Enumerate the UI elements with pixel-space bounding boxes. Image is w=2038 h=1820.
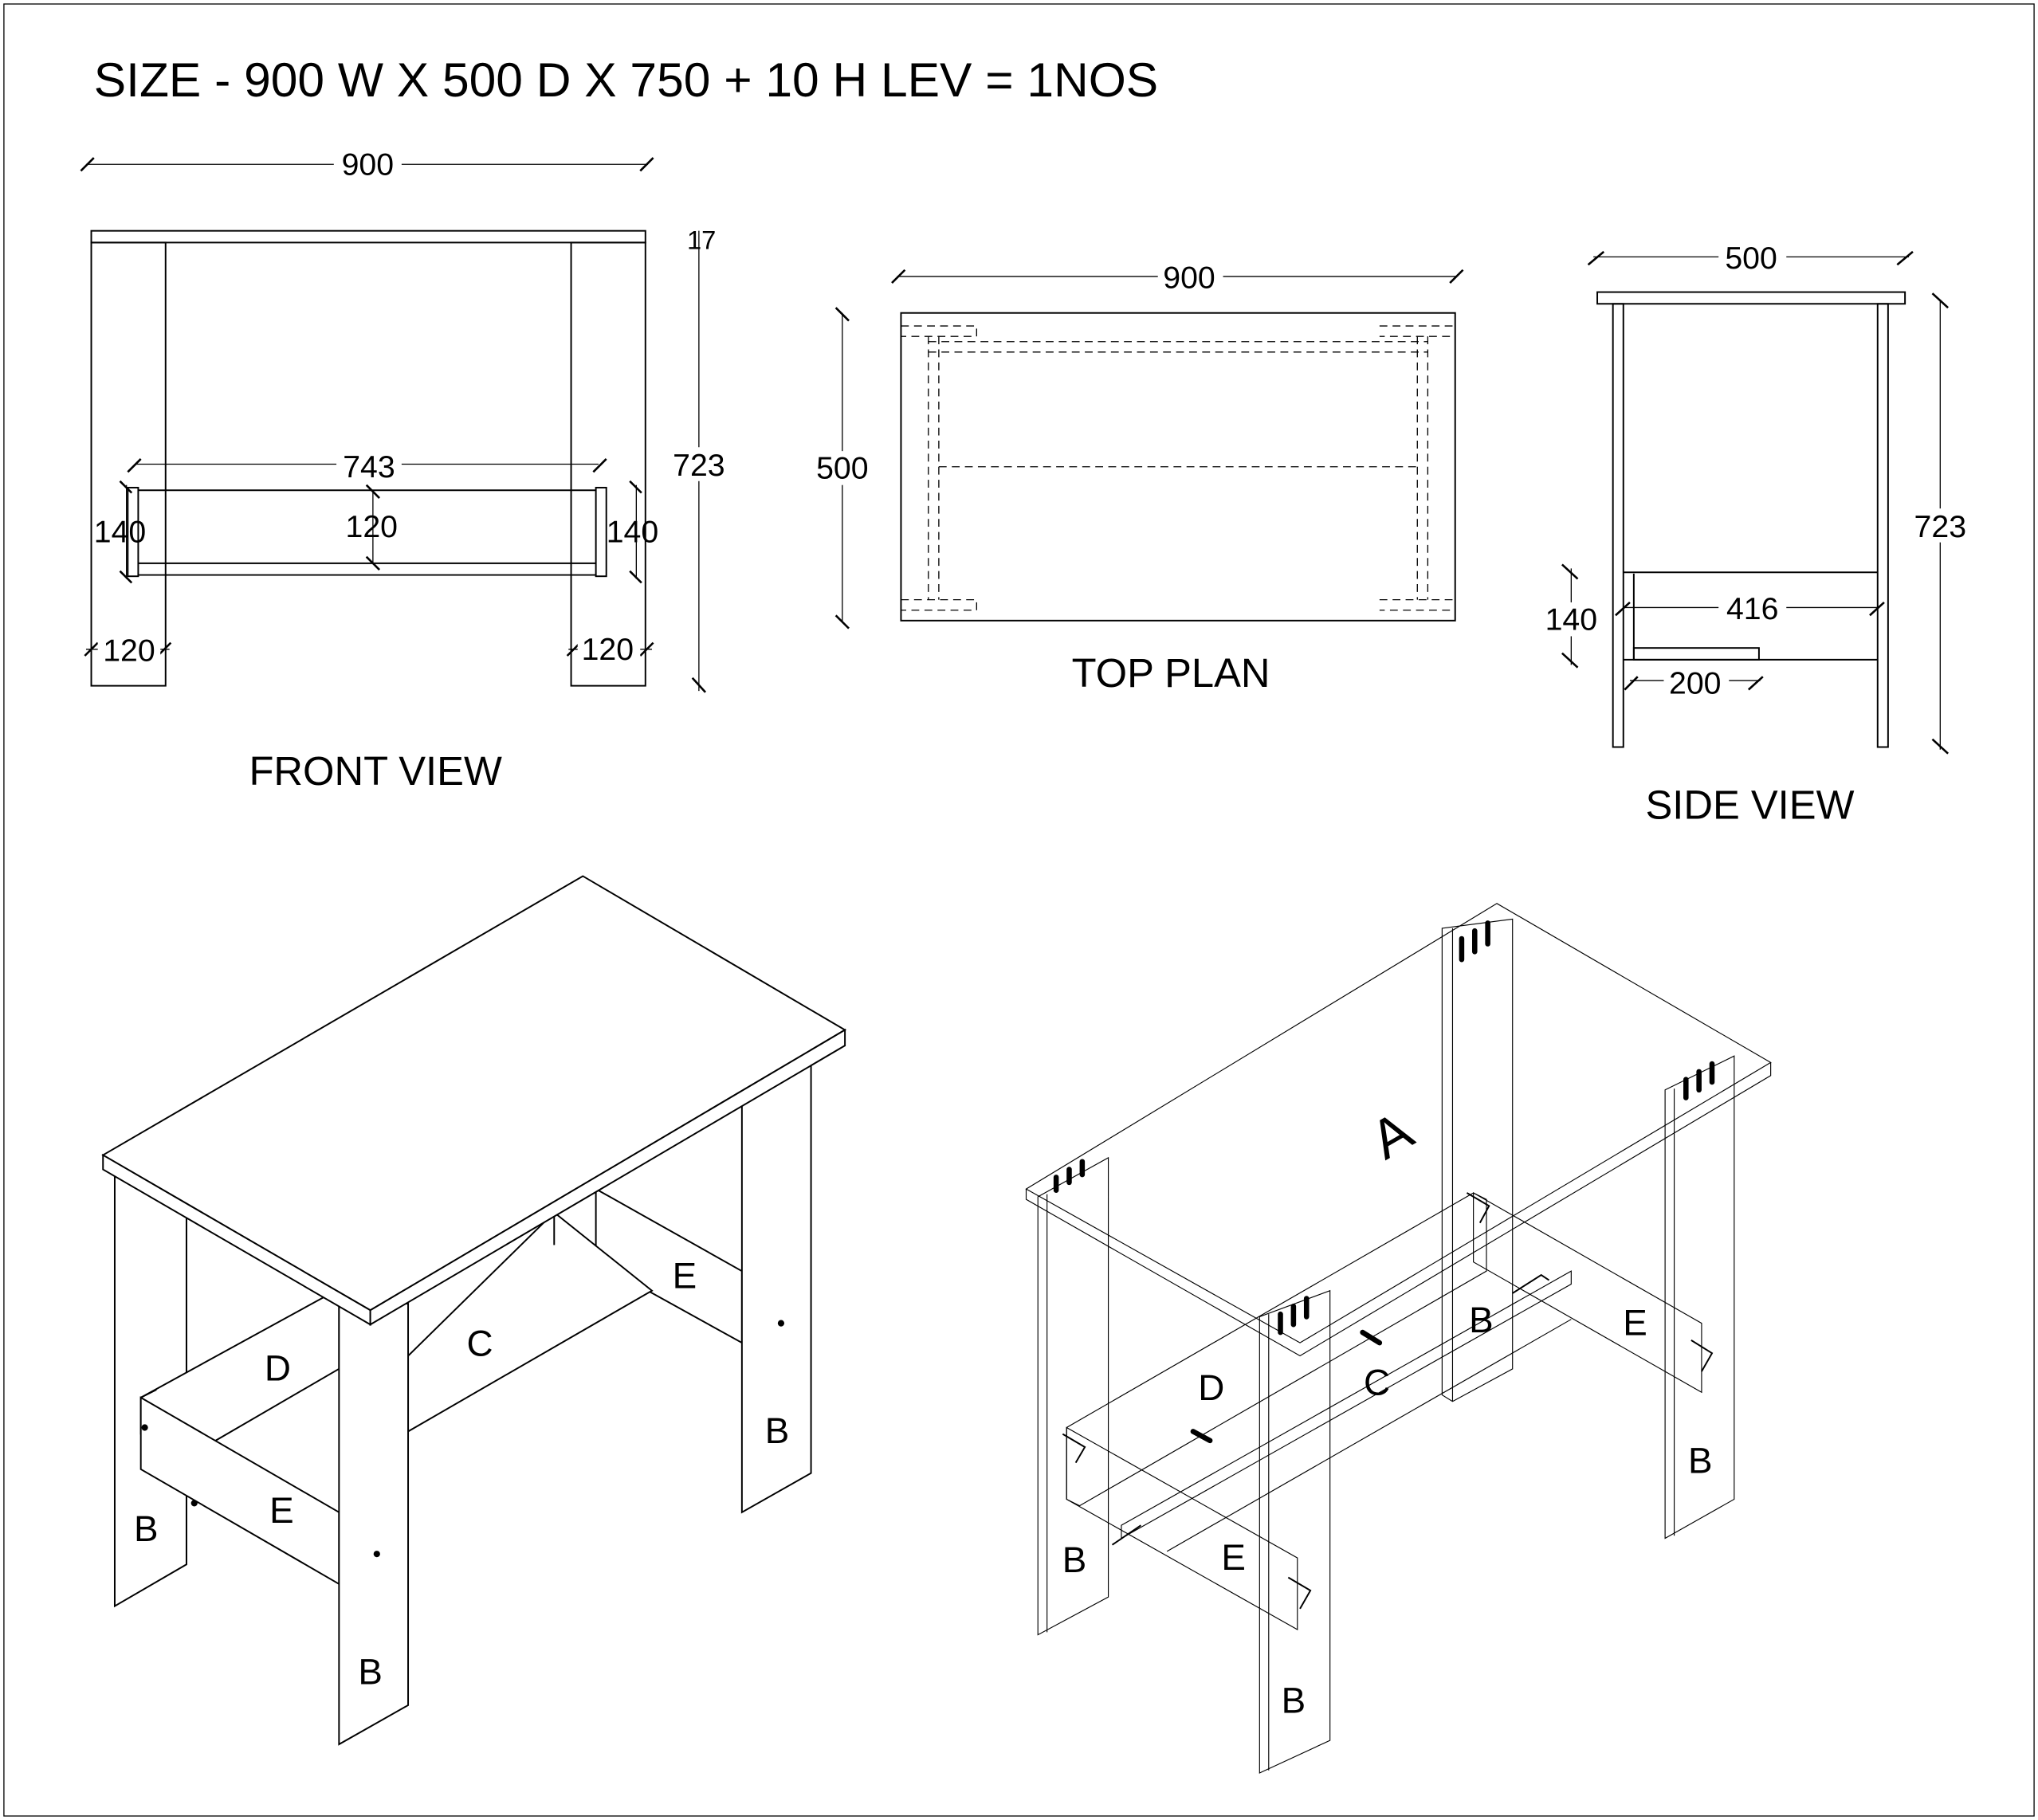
side-height-dim: 723 xyxy=(1914,509,1967,544)
iso-part-b-front-left: B xyxy=(134,1508,159,1549)
iso-part-c: C xyxy=(466,1323,493,1363)
plan-width-dim: 900 xyxy=(1163,261,1215,296)
exploded-part-c: C xyxy=(1364,1363,1390,1403)
iso-part-e-front: E xyxy=(269,1490,294,1531)
iso-part-e-back: E xyxy=(673,1255,697,1296)
front-top-thickness-dim: 17 xyxy=(687,226,716,255)
front-width-dim: 900 xyxy=(342,147,395,182)
iso-part-b-front-right: B xyxy=(358,1652,383,1693)
iso-part-b-back-right: B xyxy=(765,1410,790,1451)
iso-exploded-desk: A B E D C B B E B xyxy=(1025,903,1772,1774)
front-leg-right-dim: 120 xyxy=(582,632,634,667)
side-shelf-depth-dim: 200 xyxy=(1669,665,1721,700)
top-plan-label: TOP PLAN xyxy=(1072,650,1270,696)
front-view-label: FRONT VIEW xyxy=(249,748,502,794)
exploded-part-d: D xyxy=(1198,1367,1224,1408)
front-view: 900 743 120 140 140 120 120 xyxy=(80,146,733,794)
side-rail-height-dim: 140 xyxy=(1545,602,1598,637)
side-depth-dim: 500 xyxy=(1725,241,1777,276)
front-leg-left-dim: 120 xyxy=(103,633,155,669)
top-plan: 900 500 TOP PLAN xyxy=(811,259,1464,696)
front-rail-height-left-dim: 140 xyxy=(94,515,147,550)
exploded-part-e-front: E xyxy=(1221,1537,1246,1578)
iso-part-d: D xyxy=(265,1348,291,1389)
side-view-label: SIDE VIEW xyxy=(1645,782,1854,827)
iso-assembled-desk: E C D E B B B xyxy=(101,875,847,1746)
exploded-part-e-right: E xyxy=(1623,1302,1647,1343)
exploded-part-b-right: B xyxy=(1688,1441,1713,1481)
exploded-part-b-mid: B xyxy=(1469,1300,1494,1340)
side-rail-length-dim: 416 xyxy=(1726,591,1779,626)
exploded-part-b-left: B xyxy=(1062,1540,1087,1580)
front-rail-height-right-dim: 140 xyxy=(607,515,659,550)
side-view: 500 416 140 200 723 SIDE VIEW xyxy=(1542,240,1974,827)
exploded-part-a: A xyxy=(1361,1100,1423,1171)
sheet-title: SIZE - 900 W X 500 D X 750 + 10 H LEV = … xyxy=(94,53,1158,107)
front-rail-length-dim: 743 xyxy=(343,449,395,484)
front-rail-mid-dim: 120 xyxy=(345,509,398,544)
plan-depth-dim: 500 xyxy=(816,450,869,485)
exploded-part-b-front: B xyxy=(1282,1681,1306,1721)
cam-bolt-icons xyxy=(1053,920,1715,1610)
sheet-border xyxy=(3,3,2035,1817)
front-height-dim: 723 xyxy=(673,448,725,483)
